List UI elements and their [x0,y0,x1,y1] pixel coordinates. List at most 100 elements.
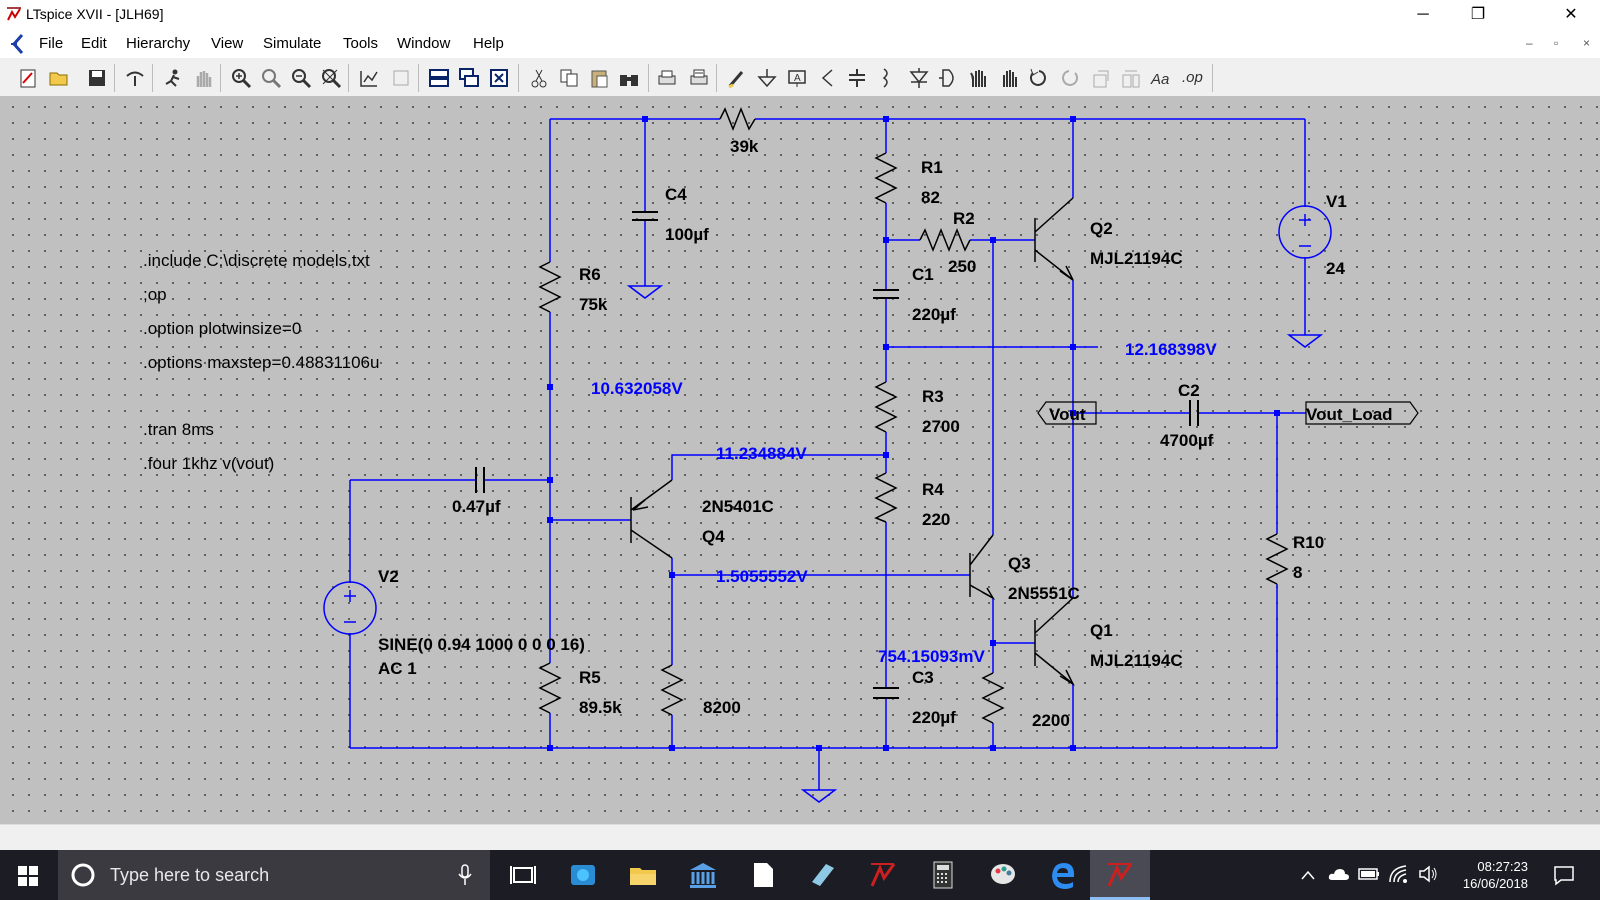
menu-simulate[interactable]: Simulate [263,35,322,52]
action-center-icon[interactable] [1553,864,1575,886]
new-schematic-icon[interactable] [17,67,39,89]
r1-name[interactable]: R1 [921,158,943,177]
print-icon[interactable] [656,67,678,89]
halt-icon[interactable] [192,67,214,89]
chevron-up-icon[interactable] [1300,868,1316,882]
schematic-canvas[interactable]: .include C:\discrete models.txt ;op .opt… [0,96,1600,824]
inductor-icon[interactable] [876,67,898,89]
grid-icon[interactable] [390,67,412,89]
voltage-q1-base[interactable]: 754.15093mV [878,647,985,666]
save-icon[interactable] [86,67,108,89]
battery-icon[interactable] [1358,868,1380,880]
close-button[interactable]: ✕ [1564,6,1578,23]
ltspice-active-icon[interactable] [1105,860,1135,890]
tile-icon[interactable] [428,67,450,89]
menu-help[interactable]: Help [473,35,504,52]
ground-icon[interactable] [756,67,778,89]
mdi-minimize-button[interactable]: – [1526,36,1533,50]
wire-icon[interactable] [726,67,748,89]
directive-tran[interactable]: .tran 8ms [143,420,214,439]
q1-model[interactable]: MJL21194C [1090,651,1183,670]
r-top-value[interactable]: 39k [730,137,759,156]
library-icon[interactable] [688,860,718,890]
menu-tools[interactable]: Tools [343,35,379,52]
r10-value[interactable]: 8 [1293,563,1302,582]
minimize-button[interactable]: ─ [1417,6,1429,23]
spice-directive-icon[interactable]: .op [1182,69,1203,86]
r4-name[interactable]: R4 [922,480,944,499]
r4-value[interactable]: 220 [922,510,950,529]
voltage-r6-node[interactable]: 10.632058V [591,379,683,398]
menu-file[interactable]: File [39,35,64,52]
directive-op[interactable]: ;op [143,285,167,304]
menu-view[interactable]: View [211,35,244,52]
r-8200-value[interactable]: 8200 [703,698,741,717]
control-panel-icon[interactable] [124,67,146,89]
copy-icon[interactable] [558,67,580,89]
run-icon[interactable] [162,67,184,89]
directive-include[interactable]: .include C:\discrete models.txt [143,251,370,270]
calculator-icon[interactable] [928,860,958,890]
menu-hierarchy[interactable]: Hierarchy [126,35,191,52]
menu-edit[interactable]: Edit [81,35,107,52]
mirror-icon[interactable] [1120,67,1142,89]
mdi-restore-button[interactable]: ▫ [1554,36,1559,50]
c4-name[interactable]: C4 [665,185,687,204]
q3-name[interactable]: Q3 [1008,554,1031,573]
c1-name[interactable]: C1 [912,265,934,284]
r3-name[interactable]: R3 [922,387,944,406]
file-explorer-icon[interactable] [628,860,658,890]
q2-name[interactable]: Q2 [1090,219,1113,238]
maximize-button[interactable]: ❐ [1470,6,1486,23]
voltage-q4-collector[interactable]: 1.5055552V [716,567,808,586]
zoom-in-icon[interactable] [230,67,252,89]
c2-name[interactable]: C2 [1178,381,1200,400]
menu-window[interactable]: Window [397,35,451,52]
c3-value[interactable]: 220µf [912,708,956,727]
diode-icon[interactable] [908,67,930,89]
r2-value[interactable]: 250 [948,257,976,276]
onedrive-icon[interactable] [1328,866,1350,882]
q1-name[interactable]: Q1 [1090,621,1113,640]
v1-name[interactable]: V1 [1326,192,1347,211]
cut-icon[interactable] [528,67,550,89]
label-icon[interactable]: A [786,67,808,89]
volume-icon[interactable] [1418,865,1438,883]
r5-name[interactable]: R5 [579,668,601,687]
zoom-fit-icon[interactable] [320,67,342,89]
c2-value[interactable]: 4700µf [1160,431,1214,450]
net-label-vout[interactable]: Vout [1049,405,1086,424]
resistor-icon[interactable] [816,67,838,89]
r2-name[interactable]: R2 [953,209,975,228]
c3-name[interactable]: C3 [912,668,934,687]
task-view-icon[interactable] [508,860,538,890]
find-icon[interactable] [618,67,640,89]
q4-name[interactable]: Q4 [702,527,725,546]
directive-plotwinsize[interactable]: .option plotwinsize=0 [143,319,301,338]
taskbar-clock[interactable]: 08:27:23 16/06/2018 [1463,858,1528,892]
v2-name[interactable]: V2 [378,567,399,586]
r3-value[interactable]: 2700 [922,417,960,436]
drag-icon[interactable] [998,67,1020,89]
ltspice-icon[interactable] [868,860,898,890]
undo-icon[interactable] [1028,67,1050,89]
directive-maxstep[interactable]: .options maxstep=0.48831106u [143,353,379,372]
q3-model[interactable]: 2N5551C [1008,584,1080,603]
rotate-icon[interactable] [1090,67,1112,89]
capacitor-icon[interactable] [846,67,868,89]
voltage-out-node[interactable]: 12.168398V [1125,340,1217,359]
net-label-vout-load[interactable]: Vout_Load [1306,405,1393,424]
redo-icon[interactable] [1058,67,1080,89]
q4-model[interactable]: 2N5401C [702,497,774,516]
paint-icon[interactable] [988,860,1018,890]
r10-name[interactable]: R10 [1293,533,1324,552]
v2-value[interactable]: SINE(0 0.94 1000 0 0 0 16) [378,635,585,654]
mdi-close-button[interactable]: × [1583,36,1591,50]
c1-value[interactable]: 220µf [912,305,956,324]
r6-name[interactable]: R6 [579,265,601,284]
zoom-pan-icon[interactable] [260,67,282,89]
open-icon[interactable] [48,67,70,89]
document-icon[interactable] [748,860,778,890]
text-icon[interactable]: Aa [1150,67,1172,89]
r6-value[interactable]: 75k [579,295,608,314]
